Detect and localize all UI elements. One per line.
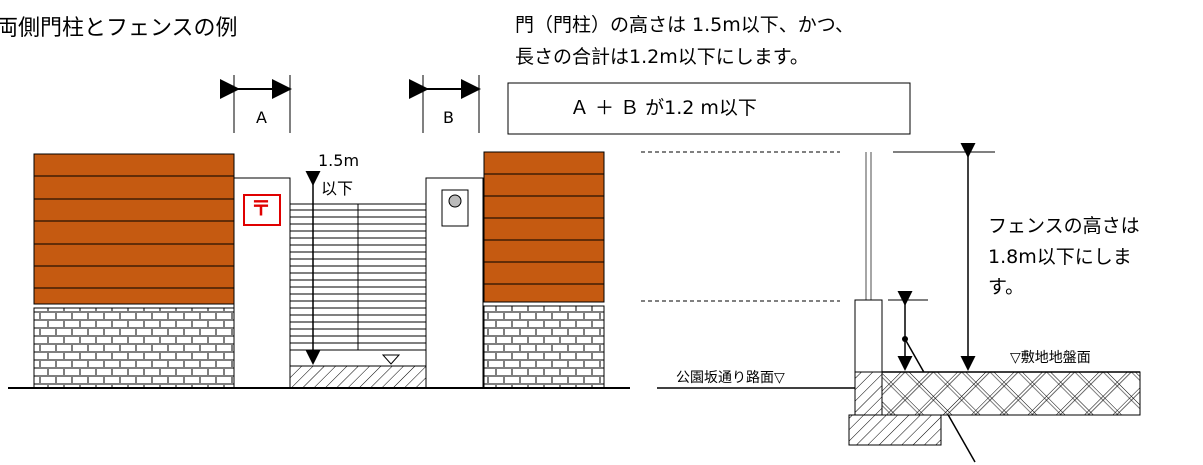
- diagram-title: 両側門柱とフェンスの例: [0, 16, 238, 41]
- dimension-a: [220, 75, 292, 133]
- foundation-hatch-2: [848, 414, 942, 446]
- dimension-b: [409, 75, 481, 133]
- site-ground-label: ▽敷地地盤面: [1010, 350, 1091, 366]
- note-line-2: 長さの合計は1.2m以下にします。: [515, 46, 809, 68]
- fence-height-label-1: フェンスの高さは: [988, 215, 1140, 237]
- gate-height-label-2: 以下: [321, 179, 354, 198]
- gate-height-label-1: 1.5m: [318, 151, 360, 170]
- gate-ground-hatch: [289, 365, 427, 389]
- left-wood-fence: [33, 153, 235, 305]
- postbox-mark: 〒: [251, 196, 271, 220]
- site-ground-slab: [881, 371, 1141, 416]
- condition-text: Ａ ＋ Ｂ が1.2 m以下: [570, 97, 757, 119]
- postbox: [243, 194, 281, 226]
- fence-height-label-2: 1.8m以下にしま: [988, 246, 1132, 268]
- right-block-wall: [483, 305, 605, 389]
- note-line-1: 門（門柱）の高さは 1.5m以下、かつ、: [515, 14, 855, 36]
- fence-base-block: [854, 299, 883, 373]
- foundation-hatch-1: [854, 371, 883, 416]
- condition-box: [507, 82, 911, 135]
- label-b: B: [443, 108, 454, 127]
- gate-louver: [289, 203, 427, 351]
- road-surface-label: 公園坂通り路面▽: [676, 370, 785, 386]
- right-wood-fence: [483, 151, 605, 303]
- intercom-icon: [441, 189, 469, 227]
- label-a: A: [256, 108, 267, 127]
- gate-level-mark: [381, 354, 401, 365]
- fence-height-label-3: す。: [988, 276, 1025, 298]
- left-block-wall: [33, 307, 235, 389]
